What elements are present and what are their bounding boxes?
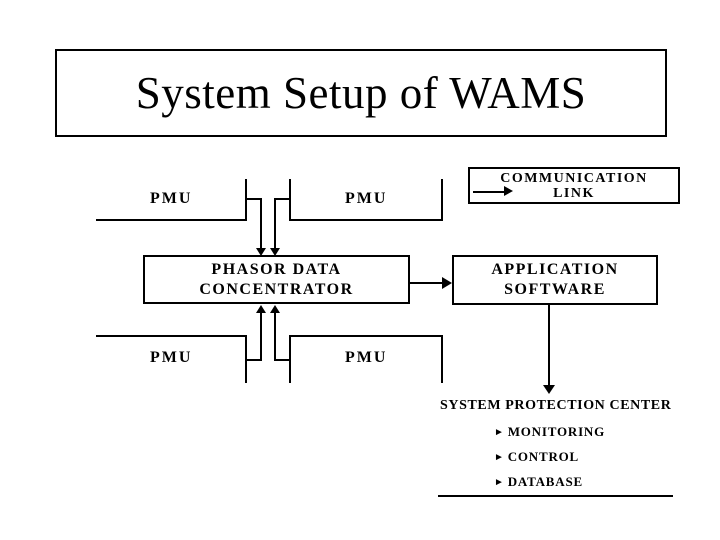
pmu-bottom-right-left-edge (289, 335, 291, 383)
up-arrow-2-head-icon (270, 305, 280, 313)
pmu-top-left-label: PMU (150, 190, 193, 207)
pmu-top-right-left-edge (289, 179, 291, 221)
communication-link-line1: COMMUNICATION (500, 170, 648, 186)
concentrator-line2: CONCENTRATOR (199, 280, 354, 298)
communication-link-line2: LINK (553, 185, 595, 201)
down-arrow-1-shaft (260, 198, 262, 248)
up-arrow-2-connector (274, 359, 291, 361)
page-title: System Setup of WAMS (135, 68, 587, 118)
triangle-bullet-icon: ► (494, 452, 505, 463)
pmu-top-right-underline (290, 219, 443, 221)
down-arrow-2-head-icon (270, 248, 280, 256)
application-software-box: APPLICATION SOFTWARE (452, 255, 658, 305)
spc-underline-rule (438, 495, 673, 497)
spc-item-database-label: DATABASE (507, 474, 583, 489)
pmu-bottom-right-label: PMU (345, 349, 388, 366)
spc-item-control: ►CONTROL (494, 449, 579, 465)
spc-item-control-label: CONTROL (507, 449, 580, 464)
pmu-bottom-left-label: PMU (150, 349, 193, 366)
app-to-spc-head-icon (543, 385, 555, 394)
pmu-top-right-right-edge (441, 179, 443, 221)
up-arrow-1-head-icon (256, 305, 266, 313)
pmu-top-left-right-edge (245, 179, 247, 221)
down-arrow-1-head-icon (256, 248, 266, 256)
down-arrow-2-shaft (274, 198, 276, 248)
concentrator-line1: PHASOR DATA (211, 260, 342, 278)
triangle-bullet-icon: ► (494, 427, 505, 438)
app-to-spc-shaft (548, 304, 550, 385)
phasor-data-concentrator-box: PHASOR DATA CONCENTRATOR (143, 255, 410, 304)
pmu-top-left-underline (96, 219, 246, 221)
down-arrow-1-connector (246, 198, 261, 200)
down-arrow-2-connector (274, 198, 291, 200)
system-protection-center-title: SYSTEM PROTECTION CENTER (440, 398, 672, 413)
concentrator-to-app-shaft (410, 282, 443, 284)
concentrator-to-app-head-icon (442, 277, 452, 289)
spc-item-monitoring: ►MONITORING (494, 424, 605, 440)
pmu-bottom-right-right-edge (441, 335, 443, 383)
up-arrow-2-shaft (274, 313, 276, 361)
spc-item-monitoring-label: MONITORING (507, 424, 606, 439)
triangle-bullet-icon: ► (494, 477, 505, 488)
up-arrow-1-shaft (260, 313, 262, 361)
legend-right-arrow-icon (504, 186, 513, 196)
legend-arrow-shaft (473, 191, 504, 193)
spc-item-database: ►DATABASE (494, 474, 583, 490)
application-line2: SOFTWARE (504, 281, 606, 298)
pmu-bottom-right-topline (290, 335, 443, 337)
pmu-bottom-left-right-edge (245, 335, 247, 383)
application-line1: APPLICATION (491, 261, 619, 278)
pmu-top-right-label: PMU (345, 190, 388, 207)
communication-link-box: COMMUNICATION LINK (468, 167, 680, 204)
pmu-bottom-left-topline (96, 335, 246, 337)
title-box: System Setup of WAMS (55, 49, 667, 137)
up-arrow-1-connector (246, 359, 261, 361)
